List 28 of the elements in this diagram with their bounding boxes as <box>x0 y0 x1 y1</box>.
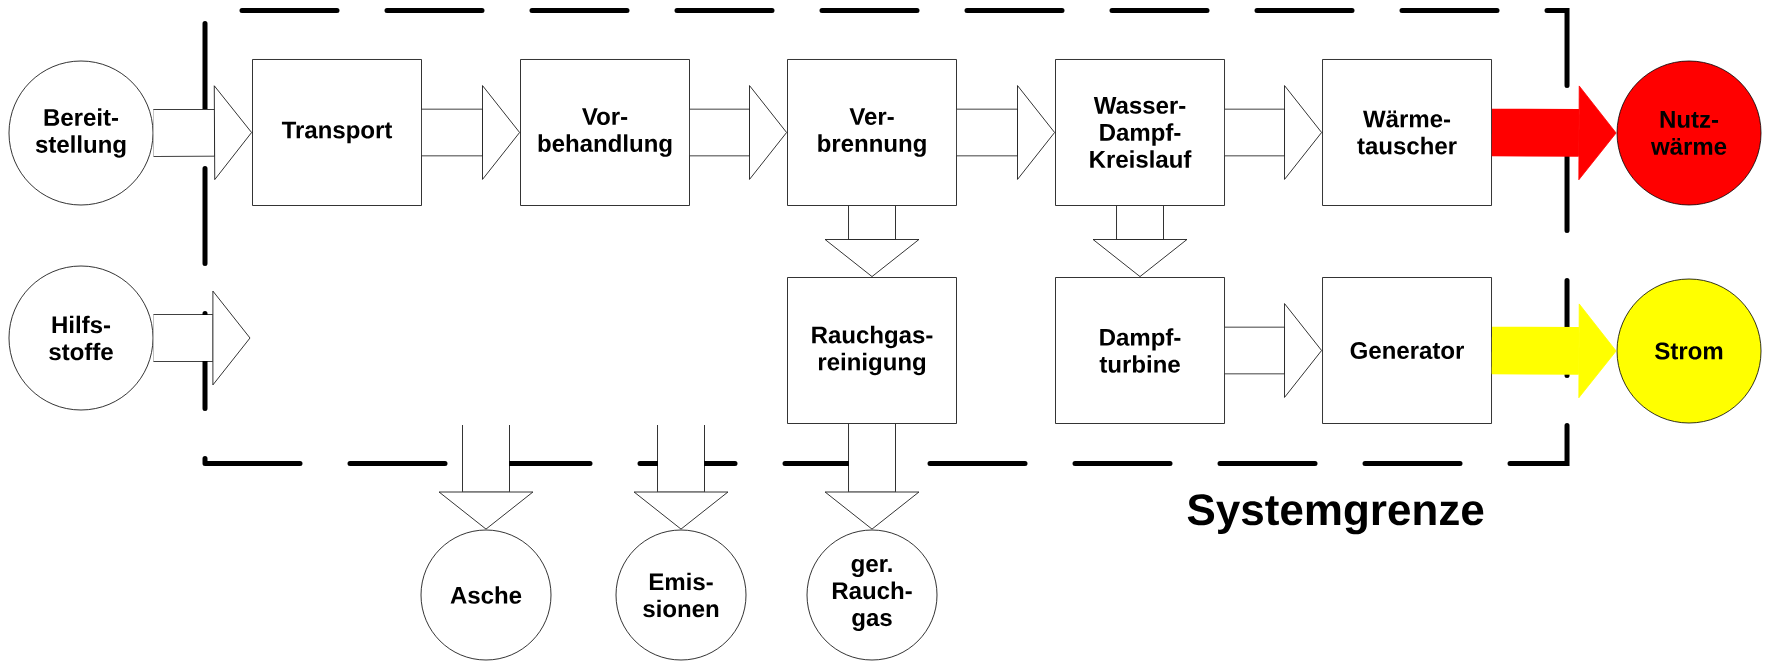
process-box: Rauchgas- reinigung <box>787 277 957 424</box>
block-arrow <box>689 85 787 180</box>
process-box: Generator <box>1322 277 1492 424</box>
process-box: Dampf- turbine <box>1055 277 1225 424</box>
process-box: Transport <box>252 59 422 206</box>
block-arrow <box>438 425 534 530</box>
block-arrow <box>1224 85 1322 180</box>
circle-node: Hilfs- stoffe <box>8 265 154 411</box>
block-arrow <box>1491 85 1617 181</box>
block-arrow <box>633 425 729 530</box>
block-arrow <box>956 85 1055 180</box>
circle-node: Asche <box>420 529 552 661</box>
block-arrow <box>1491 303 1617 399</box>
circle-node: Emis- sionen <box>615 529 747 661</box>
block-arrow <box>1092 205 1188 277</box>
block-arrow <box>824 423 920 530</box>
block-arrow <box>824 205 920 277</box>
block-arrow <box>153 85 252 180</box>
circle-node: Bereit- stellung <box>8 60 154 206</box>
process-box: Wasser- Dampf- Kreislauf <box>1055 59 1225 206</box>
block-arrow <box>153 290 251 386</box>
block-arrow <box>421 85 520 180</box>
process-box: Wärme- tauscher <box>1322 59 1492 206</box>
process-box: Vor- behandlung <box>520 59 690 206</box>
process-box: Ver- brennung <box>787 59 957 206</box>
block-arrow <box>1224 303 1322 398</box>
boundary-label: Systemgrenze <box>1187 494 1484 535</box>
circle-node: ger. Rauch- gas <box>806 529 938 661</box>
